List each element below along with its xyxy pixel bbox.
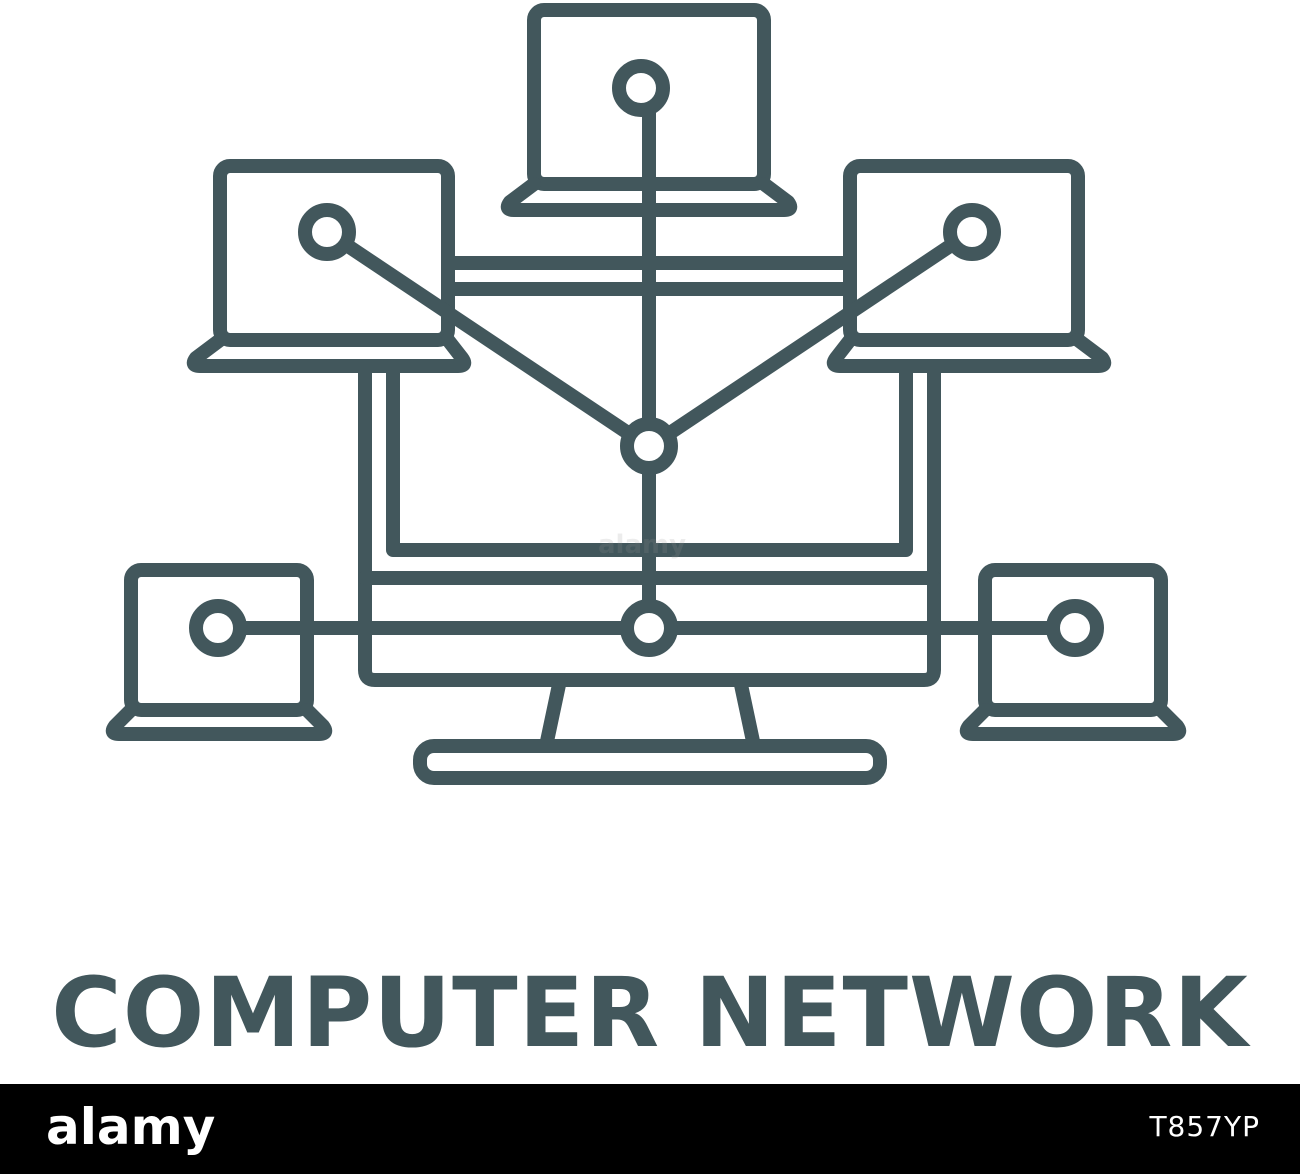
laptop-right-icon	[826, 159, 1112, 373]
watermark-text: alamy	[598, 530, 687, 560]
laptop-left-icon	[186, 159, 472, 373]
image-id-label: T857YP	[1149, 1110, 1260, 1143]
link-right	[663, 239, 957, 440]
node-bottom-left	[189, 599, 247, 657]
node-left	[298, 203, 356, 261]
node-bottom-center	[620, 599, 678, 657]
node-top	[612, 59, 670, 117]
network-diagram-svg	[105, 3, 1187, 785]
alamy-logo: alamy	[46, 1098, 216, 1156]
monitor-base	[413, 739, 887, 785]
node-center	[620, 417, 678, 475]
node-right	[943, 203, 1001, 261]
computer-network-icon	[105, 3, 1187, 785]
monitor-frame-outer	[358, 365, 941, 687]
footer-bar: alamy T857YP	[0, 1084, 1300, 1174]
laptop-bottom-right-icon	[959, 563, 1187, 741]
icon-caption: COMPUTER NETWORK	[51, 957, 1249, 1069]
link-left	[341, 239, 635, 440]
node-bottom-right	[1046, 599, 1104, 657]
laptop-bottom-left-icon	[105, 563, 333, 741]
monitor-stand	[539, 673, 761, 753]
